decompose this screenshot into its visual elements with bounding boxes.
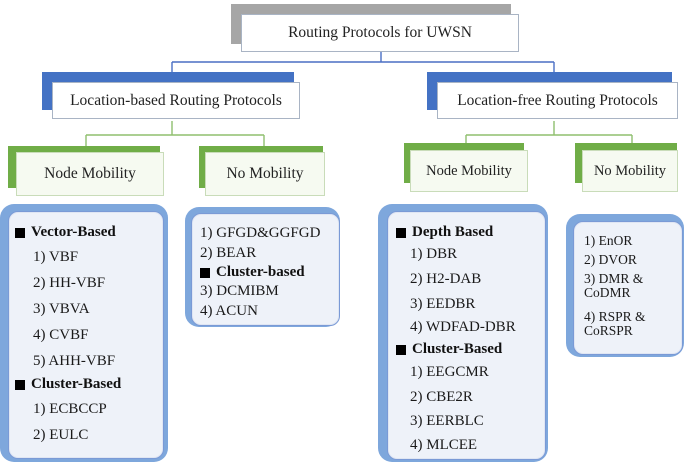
protocol-item: 3) EEDBR xyxy=(410,296,476,312)
protocol-item: 4) MLCEE xyxy=(410,437,478,453)
location-free-label: Location-free Routing Protocols xyxy=(457,91,658,109)
protocol-item: 4) WDFAD-DBR xyxy=(410,319,516,335)
protocol-item: 4) RSPR & CoRSPR xyxy=(584,309,646,339)
protocol-item: 2) H2-DAB xyxy=(410,271,482,287)
lf-node-mobility-label: Node Mobility xyxy=(426,162,512,179)
location-free-node: Location-free Routing Protocols xyxy=(437,82,678,119)
cluster-based-heading: Cluster-Based xyxy=(15,376,121,393)
location-based-node: Location-based Routing Protocols xyxy=(52,82,300,119)
lf-node-mobility-node: Node Mobility xyxy=(410,150,528,192)
protocol-item: 1) EEGCMR xyxy=(410,364,489,380)
protocol-item: 1) DBR xyxy=(410,246,458,262)
depth-based-heading: Depth Based xyxy=(396,224,493,241)
vector-based-heading: Vector-Based xyxy=(15,224,116,241)
depth-based-heading-text: Depth Based xyxy=(412,224,494,240)
protocol-item: 1) ECBCCP xyxy=(33,401,107,417)
bullet-square-icon xyxy=(200,267,210,278)
cluster-based-heading-text: Cluster-Based xyxy=(412,341,503,357)
lf-no-mobility-node: No Mobility xyxy=(582,150,678,192)
bullet-square-icon xyxy=(15,379,25,390)
lb-node-mobility-node: Node Mobility xyxy=(16,152,164,196)
bullet-square-icon xyxy=(396,344,406,355)
lb-no-mobility-label: No Mobility xyxy=(226,165,304,182)
protocol-item: 2) BEAR xyxy=(200,245,257,261)
location-based-label: Location-based Routing Protocols xyxy=(70,91,282,109)
protocol-item: 5) AHH-VBF xyxy=(33,353,116,369)
protocol-item: 1) GFGD&GGFGD xyxy=(200,225,321,241)
protocol-item: 2) DVOR xyxy=(584,252,637,267)
lf-no-protocol-panel: 1) EnOR 2) DVOR 3) DMR & CoDMR 4) RSPR &… xyxy=(573,221,683,355)
lb-no-mobility-node: No Mobility xyxy=(205,152,325,196)
protocol-item: 1) EnOR xyxy=(584,233,633,248)
lb-node-protocol-panel: Vector-Based 1) VBF 2) HH-VBF 3) VBVA 4)… xyxy=(8,211,164,459)
bullet-square-icon xyxy=(15,227,25,238)
protocol-item: 4) ACUN xyxy=(200,303,258,319)
protocol-item: 1) VBF xyxy=(33,249,79,265)
protocol-item: 2) EULC xyxy=(33,427,89,443)
root-node-label: Routing Protocols for UWSN xyxy=(288,24,472,41)
protocol-item: 2) CBE2R xyxy=(410,389,473,405)
lf-node-protocol-panel: Depth Based 1) DBR 2) H2-DAB 3) EEDBR 4)… xyxy=(387,211,546,460)
cluster-based-heading-text: Cluster-based xyxy=(216,264,305,280)
cluster-based-heading-text: Cluster-Based xyxy=(31,376,122,392)
protocol-item: 3) DCMIBM xyxy=(200,283,279,299)
vector-based-heading-text: Vector-Based xyxy=(31,224,116,240)
protocol-item: 4) CVBF xyxy=(33,327,89,343)
protocol-item: 2) HH-VBF xyxy=(33,275,106,291)
bullet-square-icon xyxy=(396,227,406,238)
protocol-item: 3) DMR & CoDMR xyxy=(584,271,644,301)
cluster-based-heading: Cluster-based xyxy=(200,264,305,281)
lf-no-mobility-label: No Mobility xyxy=(593,162,667,179)
protocol-item: 3) EERBLC xyxy=(410,413,484,429)
lb-no-protocol-panel: 1) GFGD&GGFGD 2) BEAR Cluster-based 3) D… xyxy=(191,213,340,326)
cluster-based-heading: Cluster-Based xyxy=(396,341,502,358)
root-node: Routing Protocols for UWSN xyxy=(241,14,519,52)
lb-node-mobility-label: Node Mobility xyxy=(44,165,136,182)
protocol-item: 3) VBVA xyxy=(33,301,90,317)
